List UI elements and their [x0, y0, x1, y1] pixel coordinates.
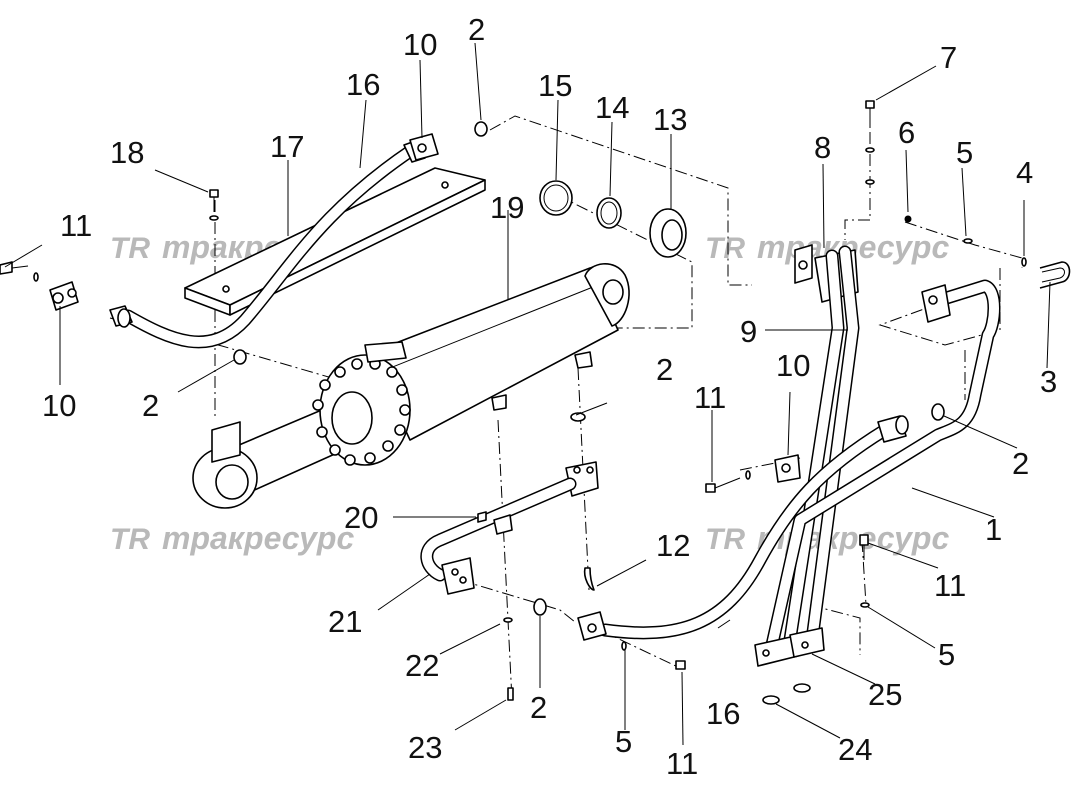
washer-4	[1021, 257, 1027, 267]
callout-19: 19	[490, 190, 524, 225]
bushing-13	[649, 208, 687, 258]
guard-plate	[184, 167, 486, 316]
seal-ring-14	[596, 197, 622, 229]
leader-lines	[4, 42, 1051, 746]
washer-5-right	[963, 238, 973, 244]
bolt-11-right	[705, 470, 751, 493]
callout-13: 13	[653, 102, 687, 137]
flange-clamp-top	[409, 133, 439, 161]
callout-17: 17	[270, 129, 304, 164]
callout-10: 10	[42, 388, 76, 423]
lower-pipe-21	[420, 477, 577, 595]
bolt-18	[209, 189, 219, 221]
hydraulic-cylinder	[192, 263, 630, 509]
callout-16: 16	[346, 67, 380, 102]
watermark-bottom-right: TR тракресурс	[705, 520, 949, 556]
bolt-11-lower-right	[859, 534, 869, 560]
callout-2: 2	[142, 388, 159, 423]
callout-2: 2	[656, 352, 673, 387]
callout-5: 5	[956, 135, 973, 170]
u-bolt-3	[1039, 261, 1071, 289]
bolt-11-bottom	[675, 660, 686, 670]
callout-labels: 1 2 2 2 2 2 3 4 5 5 5 6 7 8 9 10 10 10 1…	[42, 12, 1057, 781]
bolt-23	[507, 687, 514, 701]
steel-pipe-1	[765, 279, 1001, 652]
callout-11: 11	[934, 568, 966, 603]
callout-24: 24	[838, 732, 872, 767]
steel-pipe-9	[783, 245, 860, 647]
svg-text:TR: TR	[705, 523, 745, 556]
callout-6: 6	[898, 115, 915, 150]
o-rings-24	[762, 683, 811, 705]
o-rings	[233, 121, 945, 616]
clamp-20	[477, 511, 513, 535]
callout-22: 22	[405, 648, 439, 683]
callout-2: 2	[1012, 446, 1029, 481]
svg-text:тракресурс: тракресурс	[162, 520, 354, 556]
callout-2: 2	[468, 12, 485, 47]
callout-16: 16	[706, 696, 740, 731]
seal-ring-15	[539, 180, 573, 216]
pin-12	[583, 567, 595, 591]
callout-2: 2	[530, 690, 547, 725]
flange-clamp-right	[774, 454, 801, 483]
callout-3: 3	[1040, 364, 1057, 399]
callout-12: 12	[656, 528, 690, 563]
callout-14: 14	[595, 90, 629, 125]
callout-15: 15	[538, 68, 572, 103]
washer-5-bottom	[621, 641, 627, 651]
callout-23: 23	[408, 730, 442, 765]
washer-5-lower-right	[860, 602, 870, 608]
svg-text:TR: TR	[110, 232, 150, 265]
pipe-clamps-25	[754, 627, 825, 667]
lower-hose	[577, 415, 909, 641]
callout-7: 7	[940, 40, 957, 75]
callout-21: 21	[328, 604, 362, 639]
bolt-11-left	[0, 261, 39, 282]
callout-18: 18	[110, 135, 144, 170]
callout-10: 10	[776, 348, 810, 383]
washer-22	[503, 617, 513, 623]
upper-hose	[109, 139, 426, 349]
flange-clamp-left	[49, 281, 79, 311]
callout-25: 25	[868, 677, 902, 712]
callout-1: 1	[985, 512, 1002, 547]
svg-text:TR: TR	[705, 232, 745, 265]
callout-5: 5	[938, 637, 955, 672]
callout-5: 5	[615, 724, 632, 759]
callout-4: 4	[1016, 155, 1033, 190]
nut-6	[904, 215, 912, 223]
callout-11: 11	[60, 208, 92, 243]
callout-20: 20	[344, 500, 378, 535]
callout-11: 11	[666, 746, 698, 781]
callout-8: 8	[814, 130, 831, 165]
svg-text:TR: TR	[110, 523, 150, 556]
bolt-7	[865, 100, 875, 185]
callout-10: 10	[403, 27, 437, 62]
callout-9: 9	[740, 314, 757, 349]
watermark-bottom-left: TR тракресурс	[110, 520, 354, 556]
callout-11: 11	[694, 380, 726, 415]
